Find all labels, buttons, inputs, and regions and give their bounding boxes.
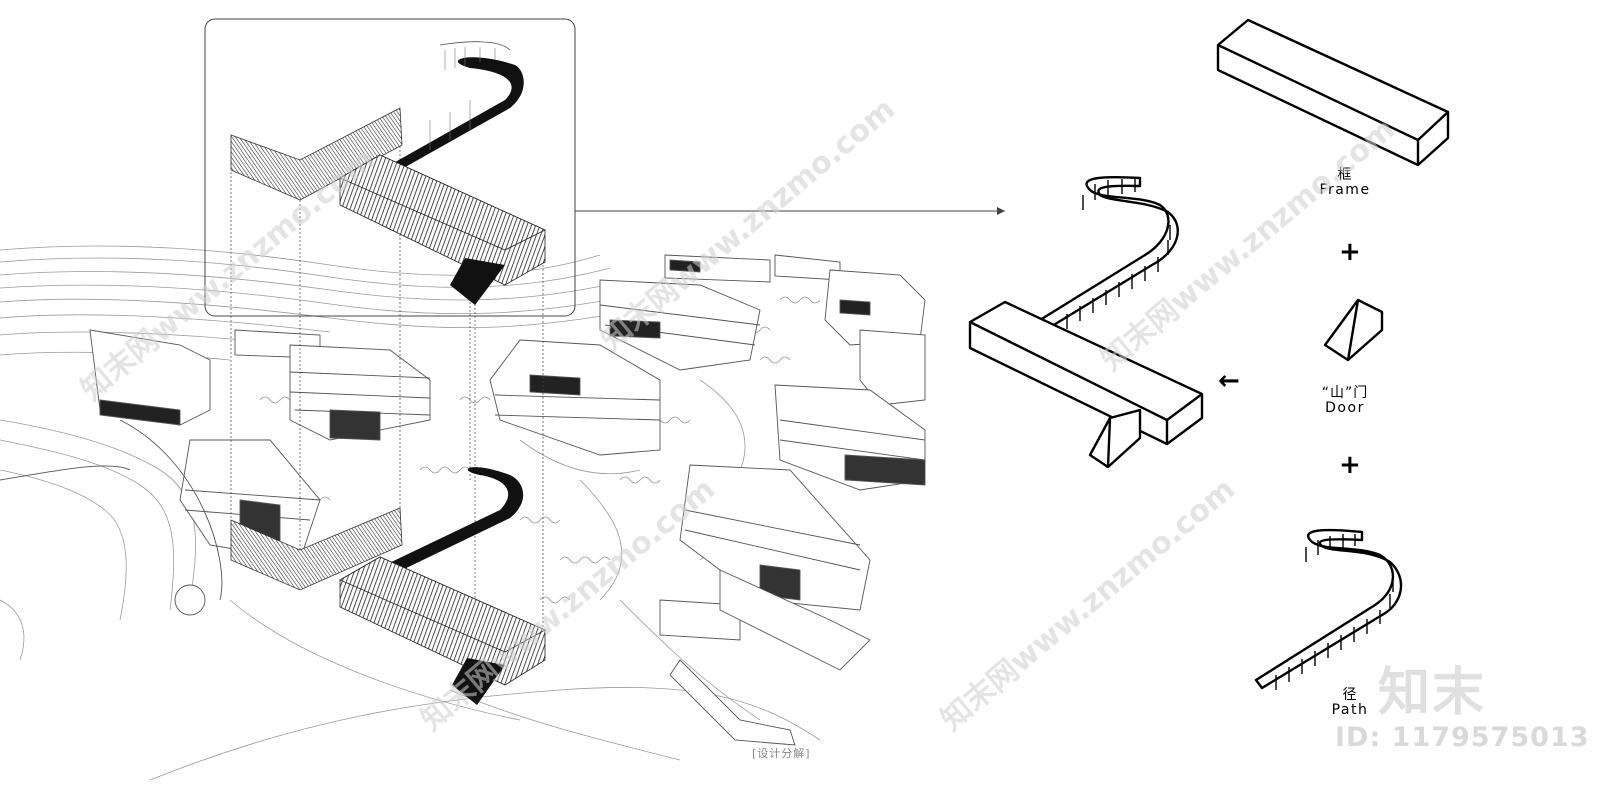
design-decomposition-caption: [设计分解]	[752, 747, 811, 760]
door-label-zh: “山”门	[1321, 385, 1369, 401]
placed-components	[230, 467, 546, 705]
left-arrow-icon: ←	[1218, 366, 1240, 396]
frame-label: 框 Frame	[1300, 167, 1390, 199]
frame-label-en: Frame	[1319, 182, 1371, 199]
site-buildings	[0, 254, 926, 746]
path-label: 径 Path	[1305, 687, 1395, 719]
terrain-contours	[0, 245, 821, 781]
detail-inset-frame	[204, 18, 576, 317]
frame-label-zh: 框	[1337, 167, 1353, 183]
door-label: “山”门 Door	[1300, 385, 1390, 417]
path-label-en: Path	[1331, 702, 1369, 719]
plus-sign-1: +	[1339, 237, 1361, 267]
exploded-components	[230, 41, 546, 305]
watermark-id: ID: 1179575013	[1335, 722, 1590, 753]
assembled-diagram	[968, 175, 1204, 469]
watermark-logo: 知末	[1378, 663, 1487, 723]
plus-sign-2: +	[1339, 450, 1361, 480]
path-label-zh: 径	[1342, 687, 1358, 703]
door-label-en: Door	[1325, 400, 1365, 417]
component-icons	[1216, 18, 1450, 690]
